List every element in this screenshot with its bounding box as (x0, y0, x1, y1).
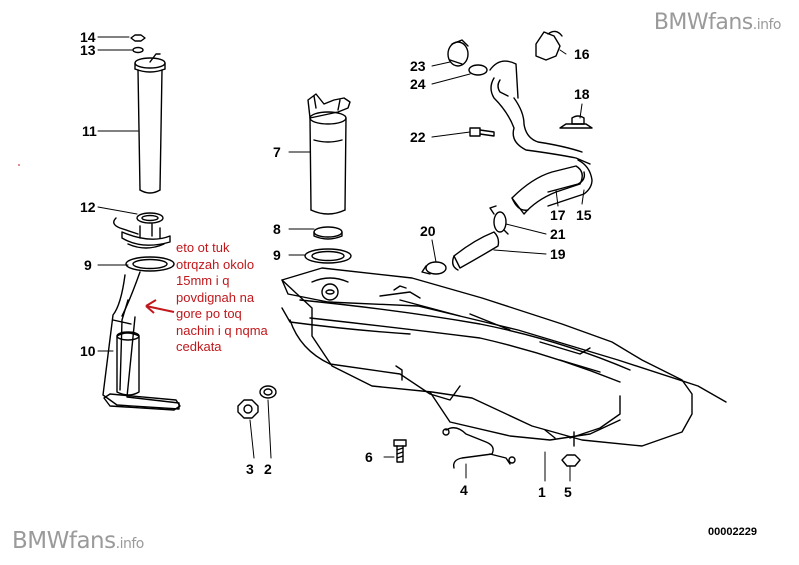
callout-4: 4 (460, 482, 468, 498)
callout-8: 8 (273, 221, 281, 237)
callout-7: 7 (273, 144, 281, 160)
callout-labels: 14 13 11 12 9 10 7 8 9 23 24 16 18 22 17… (80, 29, 592, 500)
callout-9-center: 9 (273, 247, 281, 263)
annotation-arrow (18, 164, 175, 314)
callout-15: 15 (576, 207, 592, 223)
callout-21: 21 (550, 226, 566, 242)
watermark-suffix: .info (752, 17, 782, 33)
callout-5: 5 (564, 484, 572, 500)
hardware-parts (237, 385, 581, 469)
filler-neck-assembly (421, 30, 593, 275)
fuel-tank (281, 267, 727, 447)
callout-6: 6 (365, 449, 373, 465)
callout-10: 10 (80, 343, 96, 359)
callout-23: 23 (410, 58, 426, 74)
watermark-suffix: .info (115, 536, 145, 552)
callout-14: 14 (80, 29, 96, 45)
callout-1: 1 (538, 484, 546, 500)
callout-20: 20 (420, 223, 436, 239)
callout-22: 22 (410, 129, 426, 145)
callout-12: 12 (80, 199, 96, 215)
callout-18: 18 (574, 86, 590, 102)
watermark-bottom: BMWfans.info (12, 528, 144, 554)
fuel-level-sender-assembly (102, 34, 181, 411)
leader-lines (97, 36, 585, 482)
callout-11: 11 (82, 123, 97, 139)
callout-9-left: 9 (84, 257, 92, 273)
sending-unit-assembly (304, 93, 352, 264)
watermark-brand: BMWfans (653, 10, 753, 35)
callout-3: 3 (246, 461, 254, 477)
callout-17: 17 (550, 207, 566, 223)
callout-19: 19 (550, 246, 566, 262)
callout-16: 16 (574, 46, 590, 62)
document-number: 00002229 (708, 526, 757, 538)
annotation-note: eto ot tuk otrqzah okolo 15mm i q povdig… (176, 240, 268, 354)
callout-13: 13 (80, 42, 96, 58)
callout-2: 2 (264, 461, 272, 477)
watermark-brand: BMWfans (12, 528, 116, 554)
callout-24: 24 (410, 76, 426, 92)
watermark-top: BMWfans.info (653, 10, 782, 35)
